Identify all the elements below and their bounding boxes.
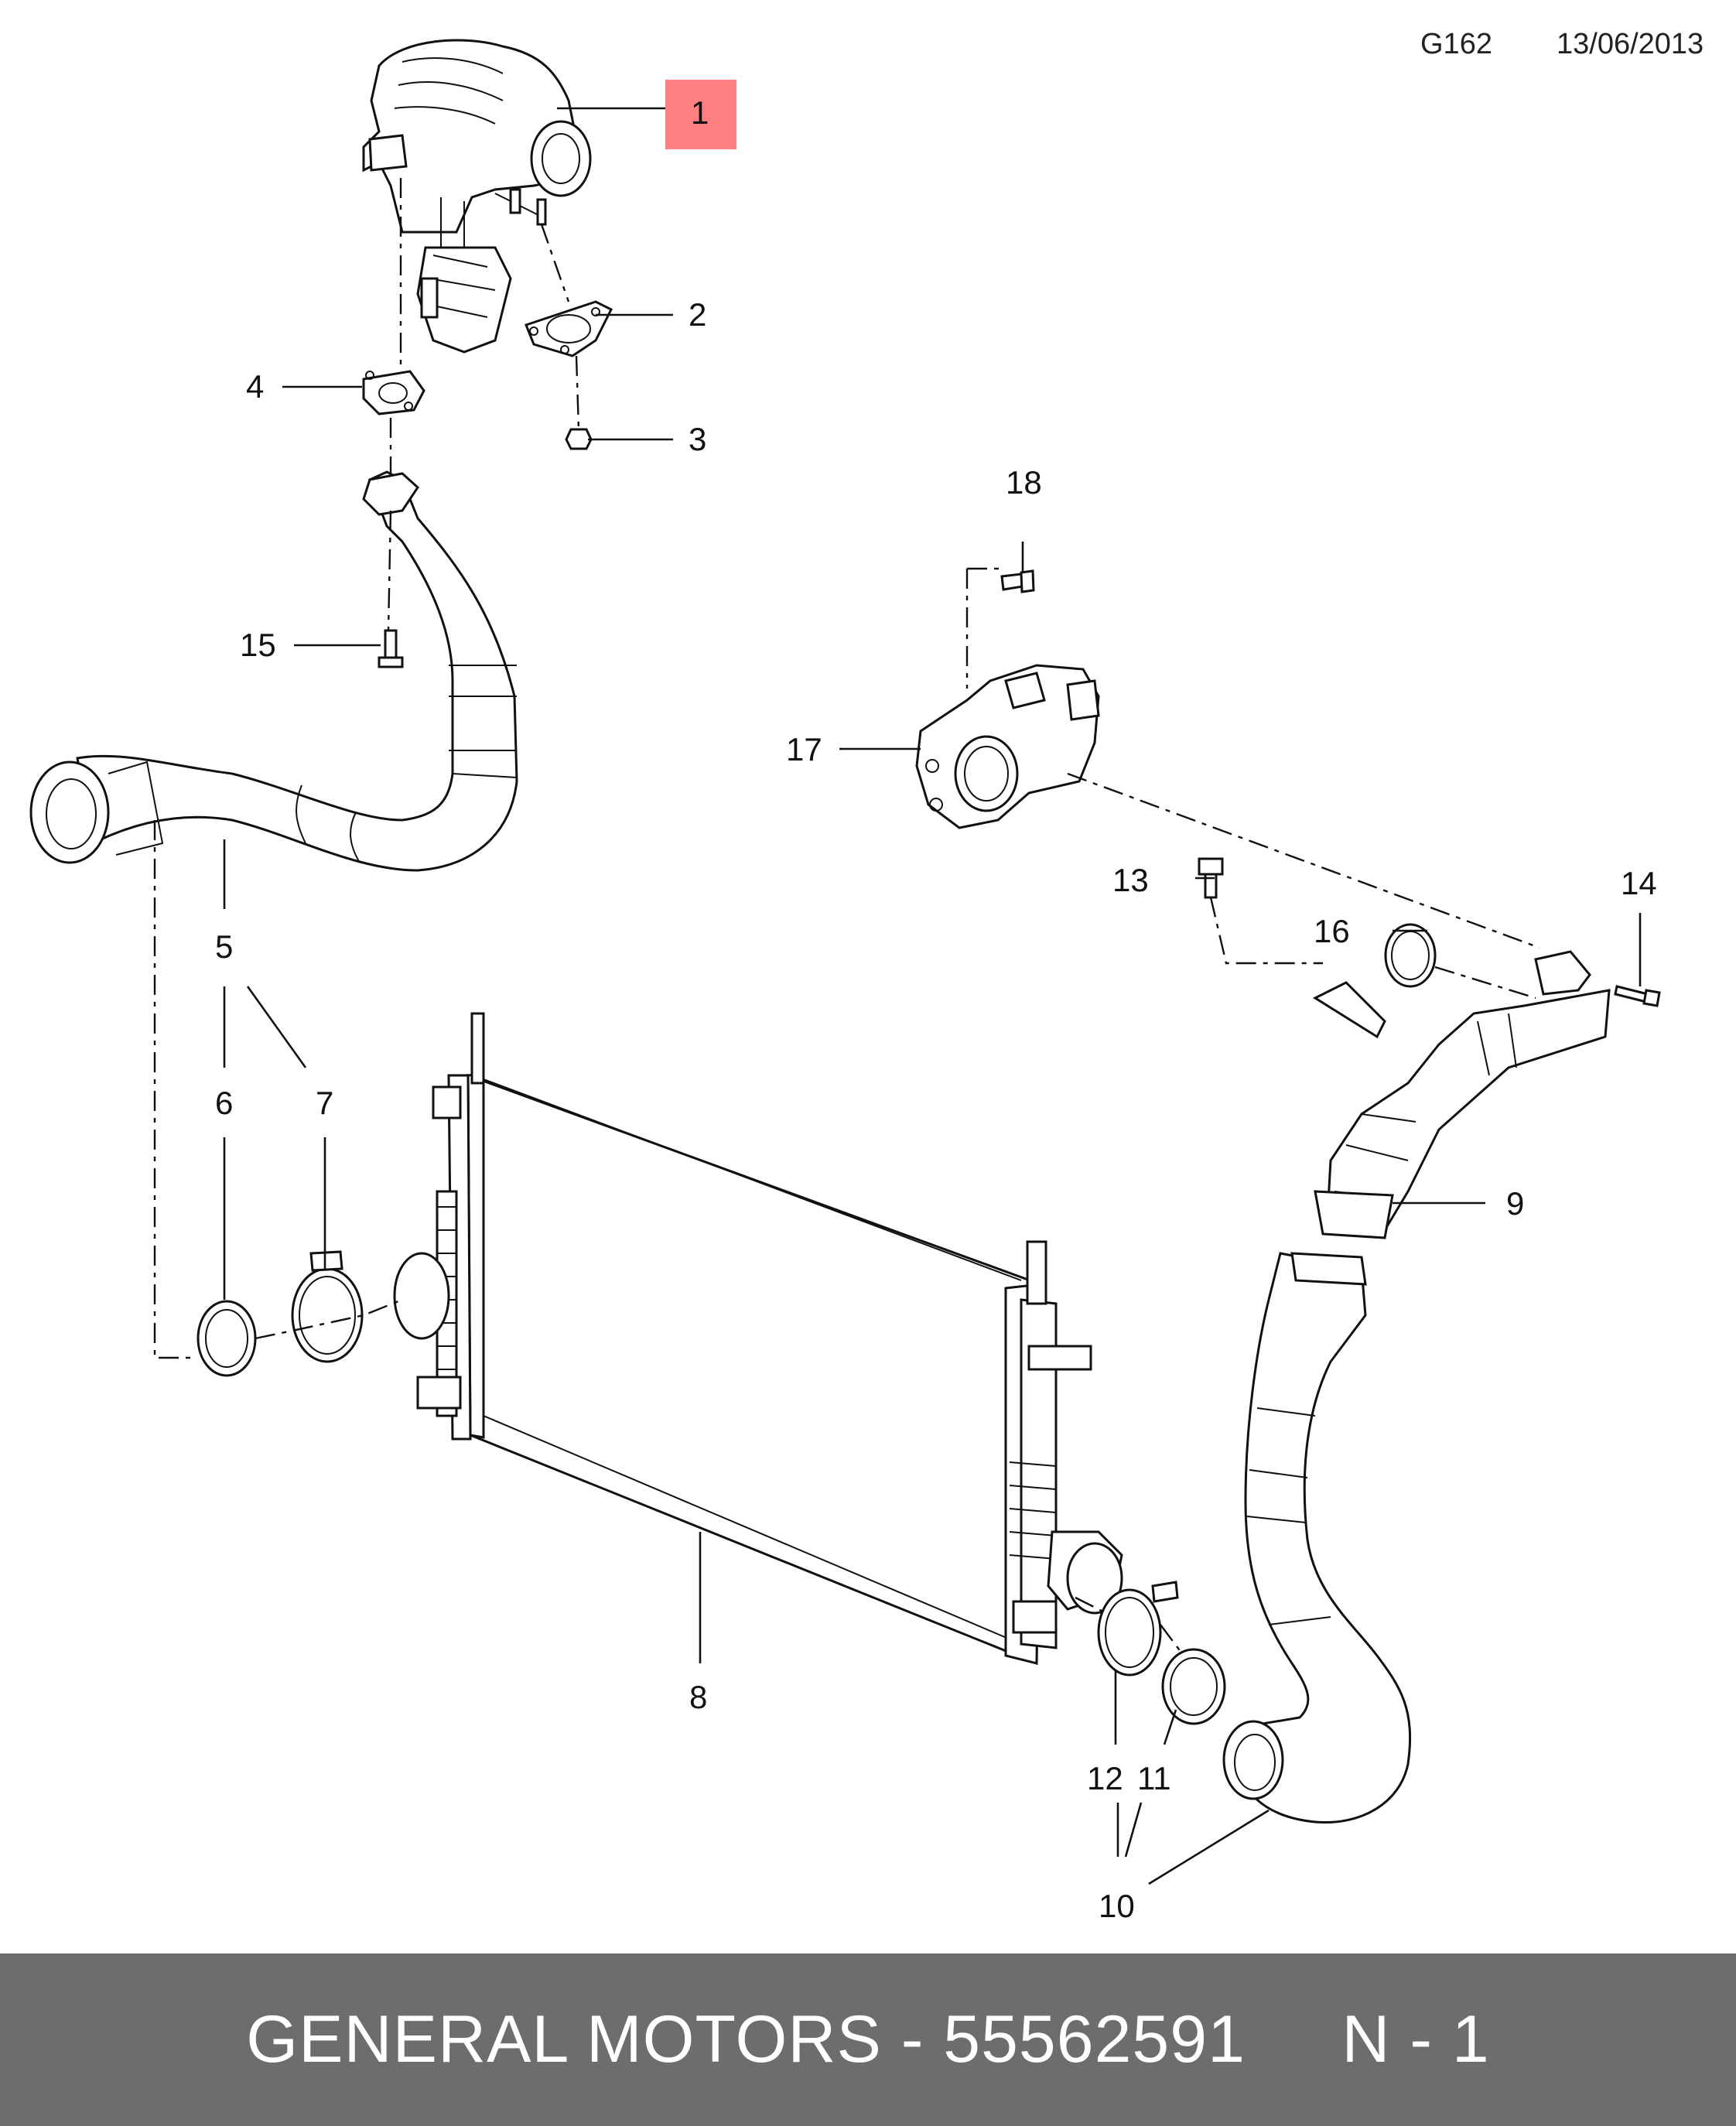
- callout-4: 4: [246, 368, 264, 405]
- callout-7: 7: [316, 1085, 333, 1121]
- assembly-lines: [153, 178, 1540, 1656]
- callout-5: 5: [215, 928, 233, 965]
- callout-12: 12: [1087, 1760, 1123, 1796]
- callout-3: 3: [689, 421, 706, 457]
- clamp-7-drawing: [291, 1250, 364, 1363]
- hose-5-drawing: [29, 470, 518, 872]
- footer-part-number: 55562591: [943, 2002, 1246, 2076]
- o-ring-11-drawing: [1161, 1648, 1226, 1725]
- clamp-12-drawing: [1097, 1581, 1179, 1677]
- callout-18: 18: [1006, 464, 1042, 501]
- callout-6: 6: [215, 1085, 233, 1121]
- nut-3-drawing: [565, 428, 593, 450]
- callouts: 1 2 3 4 15 18 17 5 6 7 13 14 16 9 8 12 1…: [215, 94, 1657, 1924]
- bolt-18-drawing: [1000, 569, 1035, 593]
- o-ring-6-drawing: [196, 1300, 257, 1377]
- diagram-date: 13/06/2013: [1557, 28, 1704, 60]
- callout-16: 16: [1314, 913, 1350, 949]
- callout-8: 8: [689, 1679, 707, 1715]
- callout-1: 1: [691, 94, 709, 131]
- bolt-15-drawing: [378, 629, 404, 668]
- leader-lines: [223, 107, 1642, 1885]
- parts-diagram: 1 2 3 4 15 18 17 5 6 7 13 14 16 9 8 12 1…: [29, 39, 1661, 1924]
- gasket-2-drawing: [525, 300, 613, 357]
- footer-bar: GENERAL MOTORS - 55562591 N - 1: [0, 1953, 1736, 2126]
- callout-11: 11: [1137, 1760, 1171, 1796]
- callout-10: 10: [1099, 1888, 1135, 1924]
- footer-brand: GENERAL MOTORS: [246, 2002, 882, 2076]
- gasket-4-drawing: [362, 370, 425, 415]
- footer-gap: [1246, 2001, 1341, 2078]
- bolt-14-drawing: [1614, 985, 1661, 1007]
- throttle-body-17-drawing: [915, 664, 1100, 829]
- footer-quantity: N - 1: [1341, 2002, 1490, 2076]
- intercooler-8-drawing: [393, 1012, 1123, 1666]
- turbocharger-drawing: [362, 39, 592, 354]
- footer-separator: -: [881, 2002, 944, 2076]
- callout-17: 17: [786, 731, 822, 767]
- o-ring-16-drawing: [1384, 923, 1437, 988]
- callout-2: 2: [689, 296, 706, 333]
- callout-15: 15: [240, 627, 276, 663]
- pipe-9-drawing: [1312, 950, 1611, 1239]
- callout-9: 9: [1506, 1185, 1524, 1222]
- diagram-code: G162: [1420, 28, 1492, 60]
- footer-caption: GENERAL MOTORS - 55562591 N - 1: [0, 1953, 1736, 2126]
- hose-10-drawing: [1222, 1252, 1412, 1824]
- callout-14: 14: [1621, 865, 1657, 901]
- bolt-13-drawing: [1198, 857, 1224, 899]
- callout-1-highlight: [665, 80, 736, 149]
- callout-13: 13: [1112, 862, 1149, 898]
